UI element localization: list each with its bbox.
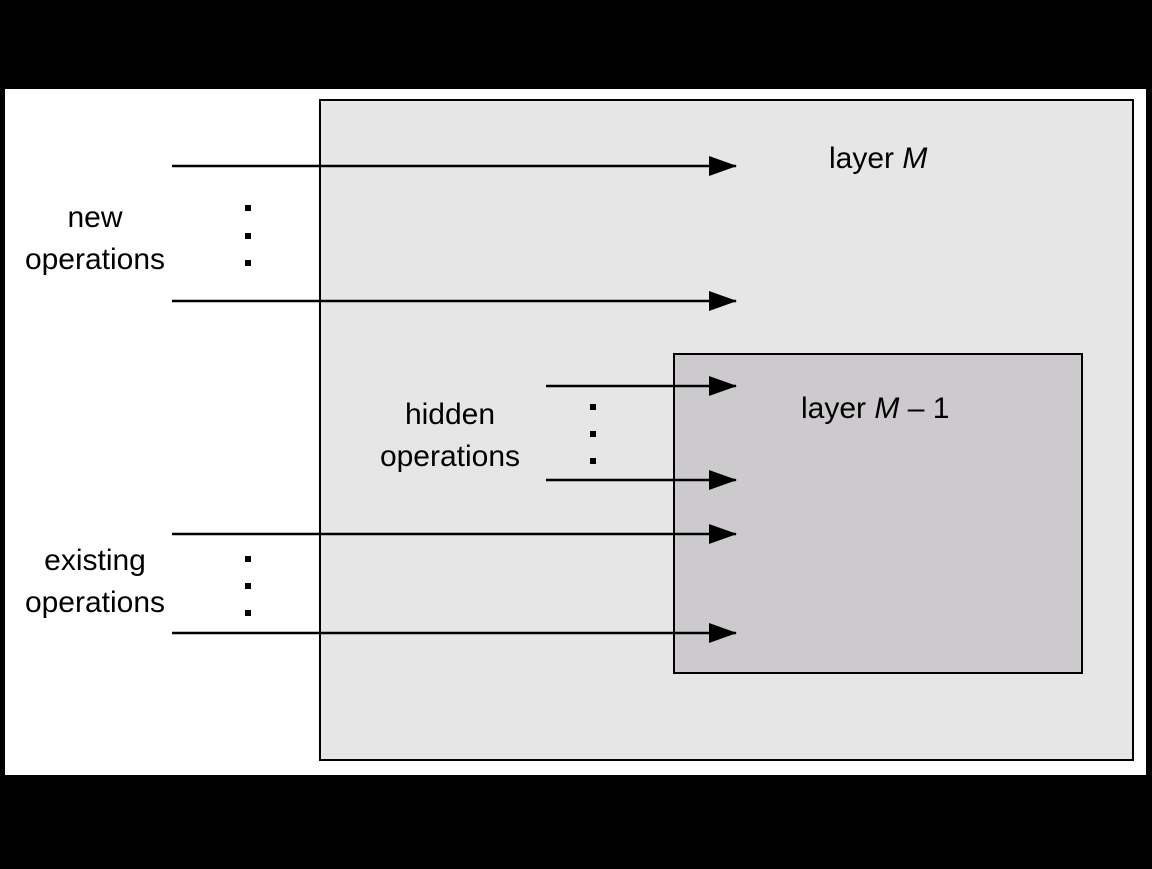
layer-m-minus-1-title-prefix: layer bbox=[801, 392, 874, 425]
existing-operations-ellipsis bbox=[245, 556, 251, 616]
layer-m-title: layer M bbox=[829, 142, 927, 175]
hidden-operations-label-line2: operations bbox=[380, 440, 520, 473]
layer-m-minus-1-title-suffix: – 1 bbox=[899, 392, 949, 425]
new-operations-label-line1: new bbox=[67, 201, 122, 234]
layer-m-minus-1-title-variable: M bbox=[874, 392, 899, 425]
existing-operations-label-line2: operations bbox=[25, 586, 165, 619]
layer-m-minus-1-box bbox=[673, 353, 1083, 674]
layer-m-title-variable: M bbox=[902, 142, 927, 175]
layer-m-title-prefix: layer bbox=[829, 142, 902, 175]
layer-m-minus-1-title: layer M – 1 bbox=[801, 392, 949, 425]
hidden-operations-label-line1: hidden bbox=[405, 398, 495, 431]
new-operations-label-line2: operations bbox=[25, 243, 165, 276]
new-operations-ellipsis bbox=[245, 205, 251, 266]
hidden-operations-ellipsis bbox=[590, 404, 596, 464]
existing-operations-label-line1: existing bbox=[44, 544, 146, 577]
